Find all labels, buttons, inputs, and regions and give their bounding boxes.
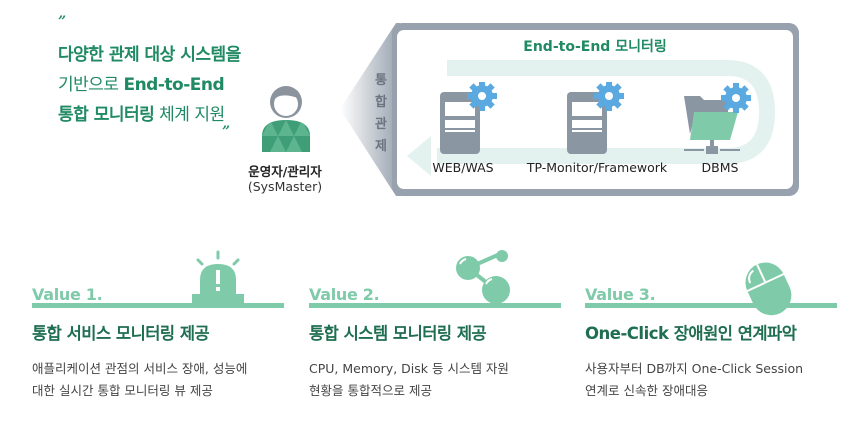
side-char: 합 bbox=[375, 95, 387, 110]
intro-line-2-bold: End-to-End bbox=[123, 75, 225, 95]
gear-icon bbox=[594, 82, 624, 111]
side-char: 관 bbox=[375, 117, 387, 132]
intro-line-3-bold: 통합 모니터링 bbox=[58, 105, 155, 125]
node-label-dbms: DBMS bbox=[701, 160, 739, 175]
value-2-title: 통합 시스템 모니터링 제공 bbox=[309, 324, 487, 343]
flow-loop-arrow bbox=[407, 60, 776, 176]
alarm-siren-icon bbox=[192, 250, 244, 304]
desc-line: 현황을 통합적으로 제공 bbox=[309, 383, 432, 398]
value-1-head: Value 1. bbox=[32, 285, 103, 304]
desc-line: 사용자부터 DB까지 One-Click Session bbox=[585, 361, 804, 376]
side-char: 통 bbox=[375, 73, 387, 88]
desc-line: 애플리케이션 관점의 서비스 장애, 성능에 bbox=[32, 361, 248, 376]
value-3-title: One-Click 장애원인 연계파악 bbox=[585, 324, 797, 343]
value-1-title: 통합 서비스 모니터링 제공 bbox=[32, 324, 210, 343]
gear-icon bbox=[721, 83, 751, 113]
intro-line-1-text: 다양한 관제 대상 시스템을 bbox=[58, 45, 241, 65]
integrated-control-label: 통 합 관 제 bbox=[370, 70, 392, 158]
intro-line-2: 기반으로 End-to-End bbox=[58, 70, 278, 100]
node-label-web-was: WEB/WAS bbox=[432, 160, 494, 175]
value-2-head: Value 2. bbox=[309, 285, 380, 304]
value-3-description: 사용자부터 DB까지 One-Click Session 연계로 신속한 장애대… bbox=[585, 358, 803, 402]
value-1-divider bbox=[32, 303, 284, 308]
person-icon bbox=[262, 86, 310, 152]
intro-line-2-light: 기반으로 bbox=[58, 75, 124, 95]
monitoring-title: End-to-End 모니터링 bbox=[523, 39, 667, 55]
gear-icon bbox=[467, 82, 497, 111]
desc-line: CPU, Memory, Disk 등 시스템 자원 bbox=[309, 361, 509, 376]
intro-line-3: 통합 모니터링 체계 지원 bbox=[58, 100, 278, 130]
side-char: 제 bbox=[375, 139, 387, 154]
integrated-control-arrow bbox=[340, 23, 400, 196]
desc-line: 대한 실시간 통합 모니터링 뷰 제공 bbox=[32, 383, 213, 398]
intro-line-3-light: 체계 지원 bbox=[154, 105, 225, 125]
desc-line: 연계로 신속한 장애대응 bbox=[585, 383, 708, 398]
value-3-divider bbox=[585, 303, 837, 308]
intro-statement: 다양한 관제 대상 시스템을 기반으로 End-to-End 통합 모니터링 체… bbox=[58, 40, 278, 130]
open-quote-mark: ” bbox=[58, 14, 66, 30]
operator-label: 운영자/관리자 bbox=[248, 164, 322, 179]
value-3-head: Value 3. bbox=[585, 285, 656, 304]
operator-sublabel: (SysMaster) bbox=[247, 179, 323, 194]
web-was-server-icon bbox=[440, 82, 497, 154]
tp-monitor-server-icon bbox=[567, 82, 624, 154]
node-label-tp-monitor: TP-Monitor/Framework bbox=[526, 160, 668, 175]
value-1-description: 애플리케이션 관점의 서비스 장애, 성능에 대한 실시간 통합 모니터링 뷰 … bbox=[32, 358, 247, 402]
close-quote-mark: ” bbox=[222, 124, 230, 140]
intro-line-1: 다양한 관제 대상 시스템을 bbox=[58, 40, 278, 70]
mouse-icon bbox=[745, 262, 792, 316]
dbms-folder-icon bbox=[684, 83, 751, 154]
value-2-divider bbox=[309, 303, 561, 308]
share-network-icon bbox=[456, 250, 510, 304]
value-2-description: CPU, Memory, Disk 등 시스템 자원 현황을 통합적으로 제공 bbox=[309, 358, 509, 402]
